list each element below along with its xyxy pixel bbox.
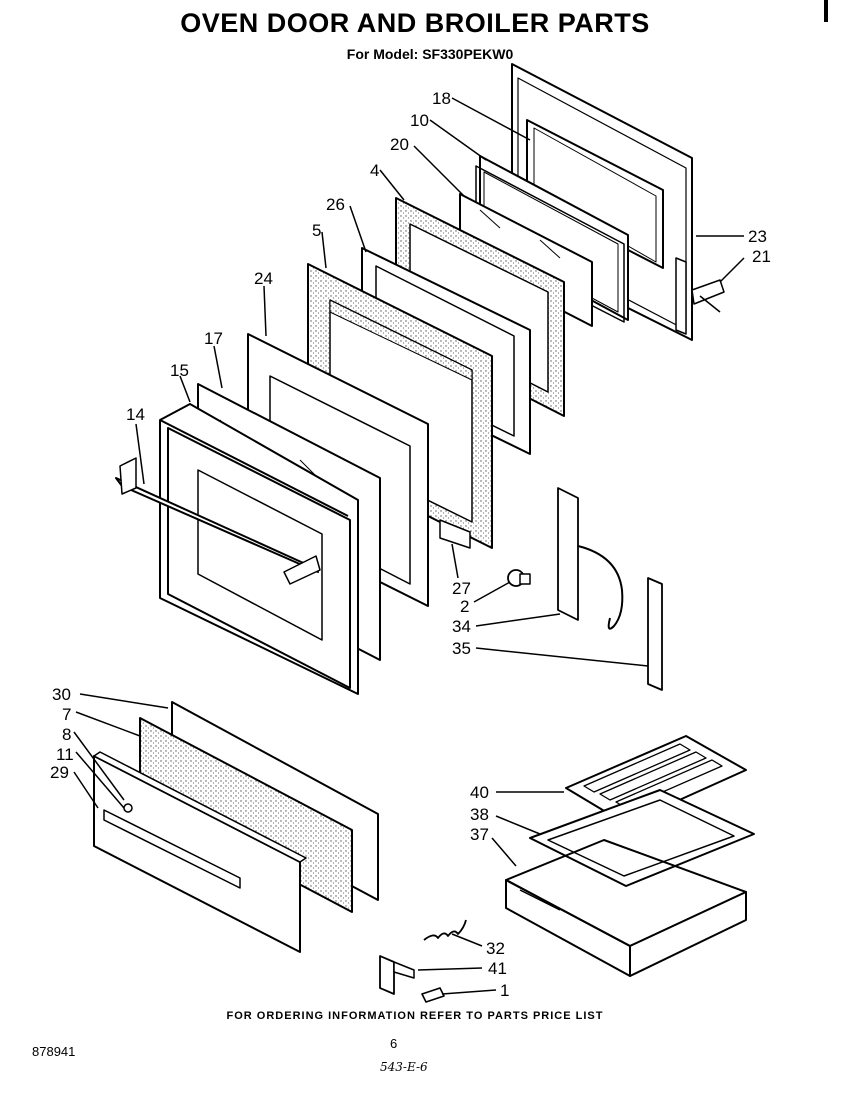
- part-broiler-compartment: [505, 839, 747, 977]
- callout-2: 2: [460, 597, 469, 616]
- callout-27: 27: [452, 579, 471, 598]
- part-spring-bracket: [379, 955, 415, 995]
- part-broiler-pan: [529, 789, 755, 887]
- part-screw: [123, 803, 133, 813]
- part-bushing: [507, 569, 531, 587]
- page-title: OVEN DOOR AND BROILER PARTS: [180, 8, 650, 38]
- callout-14: 14: [126, 405, 145, 424]
- callout-34: 34: [452, 617, 471, 636]
- callout-17: 17: [204, 329, 223, 348]
- callout-1: 1: [500, 981, 509, 1000]
- handwritten-note: 543-E-6: [380, 1060, 428, 1074]
- page-number: 6: [390, 1036, 398, 1051]
- callout-40: 40: [470, 783, 489, 802]
- callout-labels: 18 10 20 4 26 5 24 17 15 14 23 21 27 2 3…: [50, 89, 771, 1000]
- part-outer-door-frame: [159, 403, 359, 695]
- callout-41: 41: [488, 959, 507, 978]
- callout-10: 10: [410, 111, 429, 130]
- part-door-hinge: [557, 487, 624, 630]
- callout-37: 37: [470, 825, 489, 844]
- part-door-bracket: [439, 519, 471, 549]
- ordering-info-footer: FOR ORDERING INFORMATION REFER TO PARTS …: [226, 1010, 604, 1022]
- callout-11: 11: [56, 745, 74, 764]
- callout-15: 15: [170, 361, 189, 380]
- part-mounting-screw: [421, 987, 445, 1003]
- callout-4: 4: [370, 161, 379, 180]
- callout-30: 30: [52, 685, 71, 704]
- callout-18: 18: [432, 89, 451, 108]
- model-subtitle: For Model: SF330PEKW0: [346, 46, 514, 62]
- callout-26: 26: [326, 195, 345, 214]
- part-hinge-stub: [691, 279, 725, 313]
- callout-8: 8: [62, 725, 71, 744]
- corner-mark: [824, 0, 828, 22]
- callout-32: 32: [486, 939, 505, 958]
- part-hinge-receiver: [647, 577, 663, 691]
- callout-23: 23: [748, 227, 767, 246]
- callout-20: 20: [390, 135, 409, 154]
- part-door-handle: [115, 457, 321, 585]
- part-spring: [423, 919, 467, 941]
- callout-29: 29: [50, 763, 69, 782]
- callout-35: 35: [452, 639, 471, 658]
- callout-38: 38: [470, 805, 489, 824]
- callout-5: 5: [312, 221, 321, 240]
- callout-21: 21: [752, 247, 771, 266]
- callout-24: 24: [254, 269, 273, 288]
- document-number: 878941: [32, 1044, 76, 1059]
- part-broiler-drawer-front: [93, 751, 307, 953]
- leader-lines: [73, 97, 745, 995]
- callout-7: 7: [62, 705, 71, 724]
